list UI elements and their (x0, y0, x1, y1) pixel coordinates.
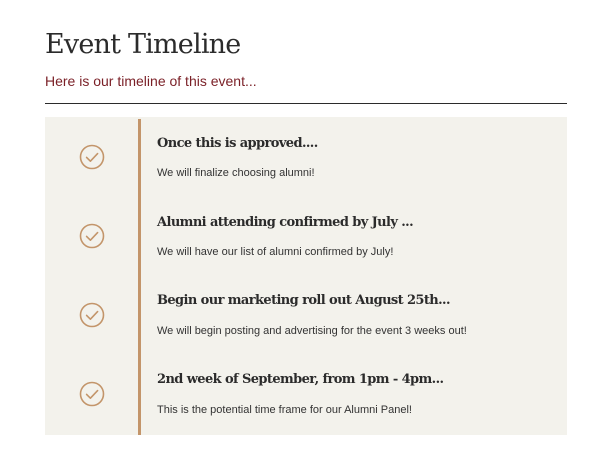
timeline-vertical-line (138, 119, 141, 435)
timeline-item: Alumni attending confirmed by July ... W… (45, 196, 567, 275)
timeline-item-description: This is the potential time frame for our… (157, 404, 412, 416)
timeline-item: Once this is approved.... We will finali… (45, 117, 567, 196)
page-subtitle: Here is our timeline of this event... (45, 73, 257, 89)
timeline-item: 2nd week of September, from 1pm - 4pm...… (45, 354, 567, 433)
timeline-item-title: Once this is approved.... (157, 136, 318, 151)
page-title: Event Timeline (45, 29, 241, 60)
check-circle-icon (79, 381, 105, 407)
check-circle-icon (79, 223, 105, 249)
timeline-item-title: Alumni attending confirmed by July ... (157, 215, 414, 230)
timeline-panel: Once this is approved.... We will finali… (45, 117, 567, 435)
timeline-item-description: We will begin posting and advertising fo… (157, 325, 467, 337)
header-divider (45, 103, 567, 104)
check-circle-icon (79, 302, 105, 328)
timeline-item: Begin our marketing roll out August 25th… (45, 275, 567, 354)
timeline-item-description: We will finalize choosing alumni! (157, 167, 315, 179)
timeline-item-title: 2nd week of September, from 1pm - 4pm... (157, 372, 444, 387)
timeline-item-title: Begin our marketing roll out August 25th… (157, 293, 451, 308)
check-circle-icon (79, 144, 105, 170)
timeline-item-description: We will have our list of alumni confirme… (157, 246, 394, 258)
